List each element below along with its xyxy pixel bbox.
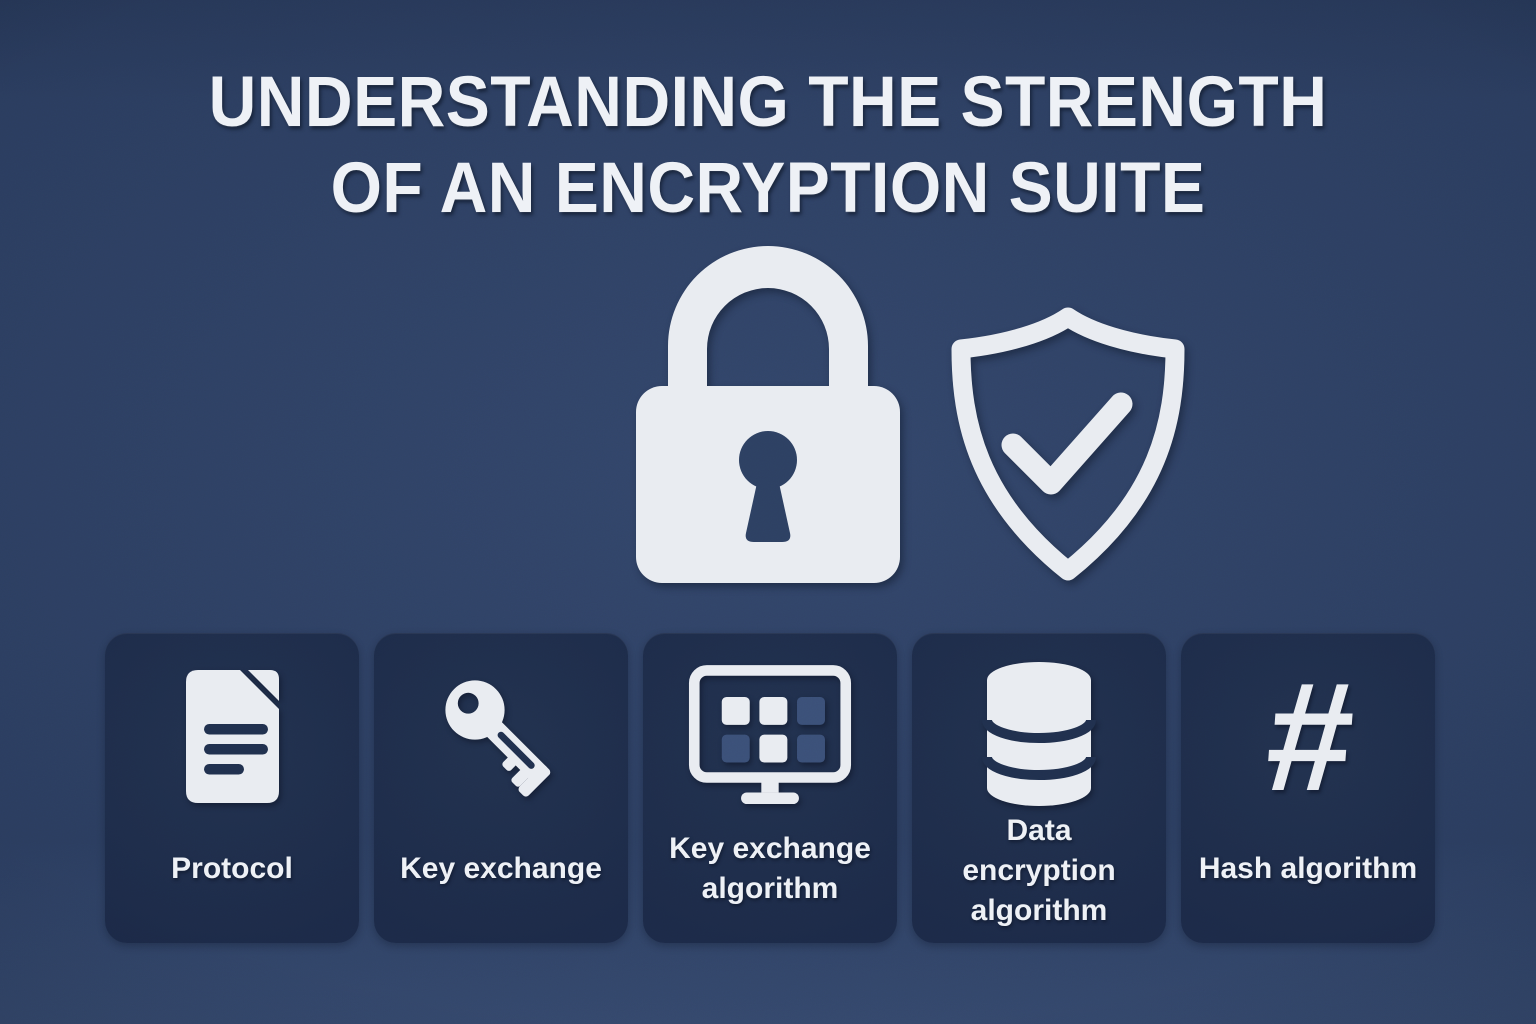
- padlock-icon: [636, 246, 900, 583]
- card-protocol: Protocol: [105, 633, 359, 943]
- card-label: Key exchange: [400, 852, 602, 885]
- card-label: Hash algorithm: [1198, 852, 1418, 885]
- title-line-2: OF AN ENCRYPTION SUITE: [330, 149, 1206, 228]
- card-key-exchange-algorithm: Key exchange algorithm: [643, 633, 897, 943]
- page-title: UNDERSTANDING THE STRENGTH OF AN ENCRYPT…: [54, 60, 1482, 232]
- card-icon-area: [980, 661, 1098, 811]
- key-icon: [445, 680, 551, 797]
- card-label: Protocol: [171, 852, 293, 885]
- hash-icon: #: [1258, 649, 1358, 823]
- shield-check-icon: [951, 307, 1185, 581]
- card-icon-area: [688, 661, 852, 811]
- title-line-1: UNDERSTANDING THE STRENGTH: [208, 63, 1328, 142]
- card-label: Data encryption algorithm: [962, 814, 1116, 927]
- document-icon: [186, 669, 279, 803]
- card-hash-algorithm: # Hash algorithm: [1181, 633, 1435, 943]
- card-icon-area: [178, 661, 286, 811]
- card-icon-area: [431, 661, 571, 811]
- card-row: Protocol Key exchange: [105, 633, 1435, 943]
- card-key-exchange: Key exchange: [374, 633, 628, 943]
- card-icon-area: #: [1259, 650, 1357, 823]
- card-data-encryption-algorithm: Data encryption algorithm: [912, 633, 1166, 943]
- monitor-grid-icon: [688, 664, 852, 804]
- database-icon: [982, 662, 1096, 806]
- card-label: Key exchange algorithm: [669, 832, 871, 905]
